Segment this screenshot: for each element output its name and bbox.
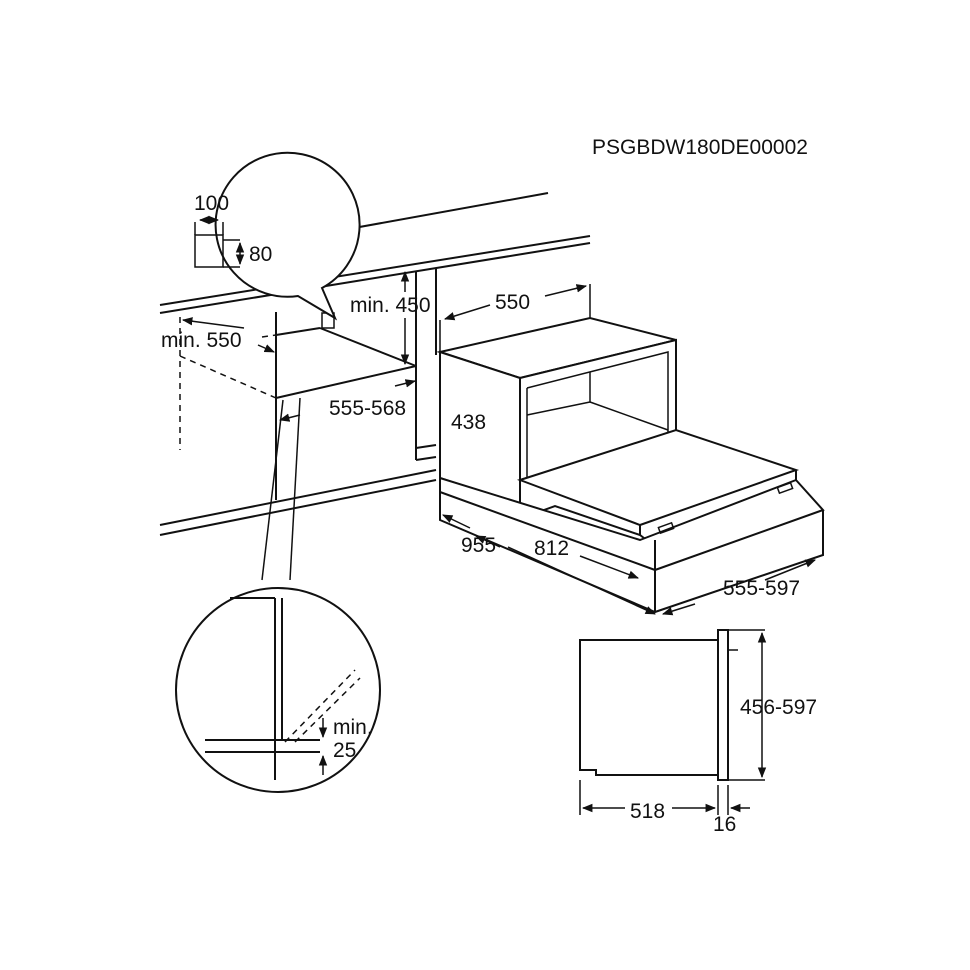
cabinet-min-depth-label: min. 550 [161,329,242,352]
cabinet-width-label: 555-568 [329,397,406,420]
vent-width-label: 100 [194,192,229,215]
vent-height-label: 80 [249,243,272,266]
appliance-height-label: 438 [451,411,486,434]
appliance-depth-label: 550 [495,291,530,314]
appliance-illustration [436,316,825,614]
side-view [579,629,767,815]
door-open-depth-label: 955 [461,534,496,557]
side-depth-label: 518 [630,800,665,823]
appliance-width-label: 555-597 [723,577,800,600]
dimension-lines [181,270,816,616]
cabinet-min-height-label: min. 450 [350,294,431,317]
detail-circle-gap [175,397,381,793]
front-thickness-label: 16 [713,813,736,836]
depth-812-label: 812 [534,537,569,560]
front-height-label: 456-597 [740,696,817,719]
kitchen-cabinet [159,192,591,536]
gap-min-label: min. [333,716,373,739]
detail-circle-vent [194,151,361,321]
gap-min-value: 25 [333,739,356,762]
drawing-code: PSGBDW180DE00002 [592,136,808,159]
